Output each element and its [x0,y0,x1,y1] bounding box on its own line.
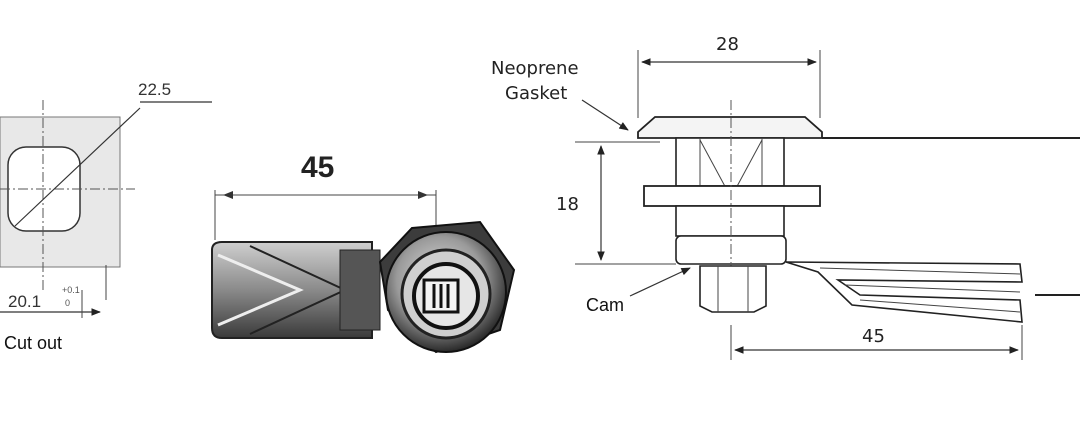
lock-photo: 45 [211,151,516,354]
photo-length-label: 45 [301,151,334,184]
cam-length-45-label: 45 [862,326,885,347]
cam-arm [211,241,373,339]
tolerance-zero: 0 [65,298,70,308]
gasket-label-line2: Gasket [505,83,567,104]
diameter-leader [14,107,141,227]
cutout-drawing: 22.5 20.1 +0.1 0 Cut out [0,80,212,353]
height-18-label: 18 [556,194,579,215]
side-view-drawing: 28 Neoprene Gasket 18 [491,34,1080,360]
lock-head [637,116,823,139]
gasket-label-line1: Neoprene [491,58,579,79]
lock-body [675,137,785,187]
bottom-nut [699,265,767,313]
tolerance-plus: +0.1 [62,285,80,295]
cutout-width-label: 20.1 [8,292,41,311]
width-28-label: 28 [716,34,739,55]
cam [785,261,1023,323]
diameter-label: 22.5 [138,80,171,99]
body-nut [643,185,821,207]
cutout-caption: Cut out [4,333,62,353]
cam-label: Cam [586,295,624,315]
